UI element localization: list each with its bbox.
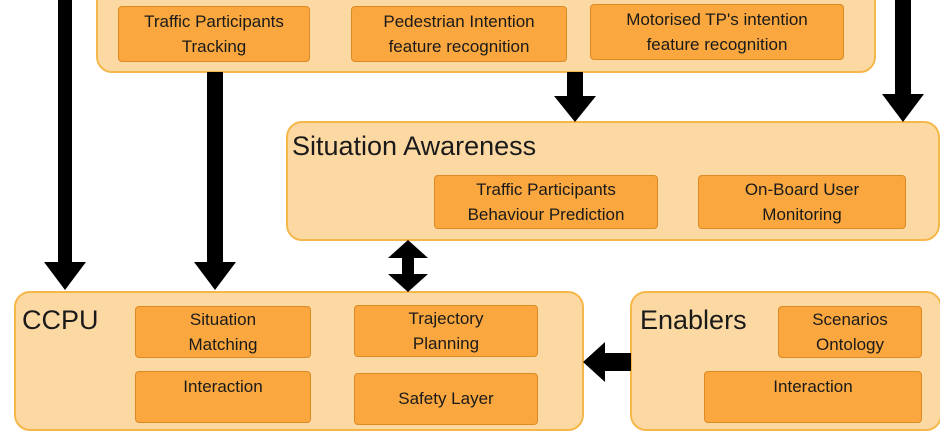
arrow-down-right-to-situation-awareness bbox=[882, 0, 924, 122]
enablers-interaction-box: Interaction bbox=[704, 371, 922, 423]
situation-matching-box: Situation Matching bbox=[135, 306, 311, 358]
perception-panel: Traffic Participants Tracking Pedestrian… bbox=[96, 0, 876, 73]
tp-behaviour-prediction-box: Traffic Participants Behaviour Predictio… bbox=[434, 175, 658, 229]
motorised-intention-box: Motorised TP's intention feature recogni… bbox=[590, 4, 844, 60]
arrow-down-left-to-ccpu bbox=[44, 0, 86, 290]
scenarios-ontology-box: Scenarios Ontology bbox=[778, 306, 922, 358]
arrow-down-to-situation-awareness bbox=[554, 72, 596, 122]
pedestrian-intention-box: Pedestrian Intention feature recognition bbox=[351, 6, 567, 62]
interaction-box: Interaction bbox=[135, 371, 311, 423]
enablers-title: Enablers bbox=[640, 305, 747, 335]
ccpu-panel: CCPU Situation Matching Trajectory Plann… bbox=[14, 291, 584, 431]
tp-tracking-box: Traffic Participants Tracking bbox=[118, 6, 310, 62]
arrow-down-to-situation-matching bbox=[194, 72, 236, 290]
enablers-panel: Enablers Scenarios Ontology Interaction bbox=[630, 291, 940, 431]
arrow-left-enablers-to-ccpu bbox=[583, 342, 631, 382]
arrow-bidirectional-sa-ccpu bbox=[388, 240, 428, 292]
onboard-user-monitoring-box: On-Board User Monitoring bbox=[698, 175, 906, 229]
safety-layer-box: Safety Layer bbox=[354, 373, 538, 425]
trajectory-planning-box: Trajectory Planning bbox=[354, 305, 538, 357]
situation-awareness-panel: Situation Awareness Traffic Participants… bbox=[286, 121, 940, 241]
ccpu-title: CCPU bbox=[22, 305, 99, 335]
situation-awareness-title: Situation Awareness bbox=[292, 131, 537, 161]
